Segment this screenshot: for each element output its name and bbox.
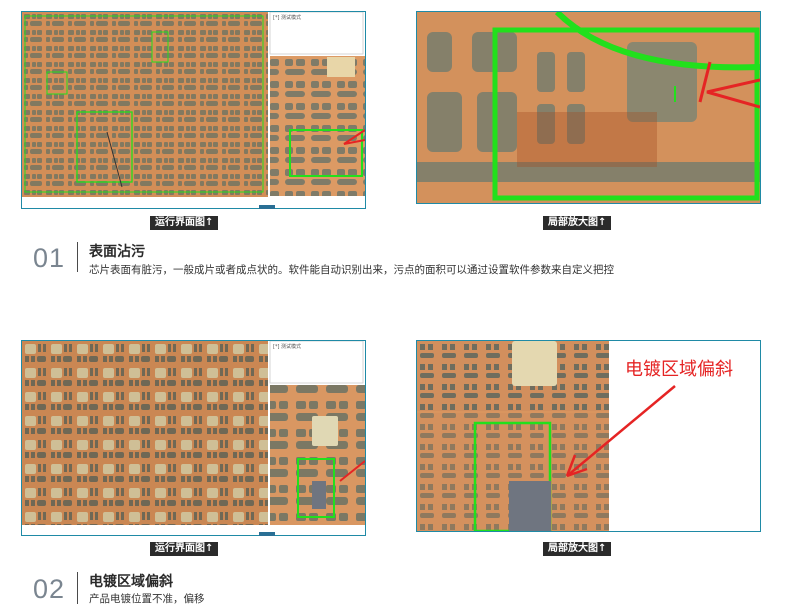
divider-2 (77, 572, 78, 604)
zoom-panel-1 (416, 11, 761, 204)
scrollbar-handle-2[interactable] (259, 532, 275, 536)
chip-overview-image-1: [*] 测试模式 (22, 12, 365, 208)
arrow-up-icon: ↑ (205, 543, 214, 554)
item-number-2: 02 (33, 574, 66, 604)
zoom-annotation: 电镀区域偏斜 (625, 359, 733, 380)
zoom-panel-2: 电镀区域偏斜 (416, 340, 761, 532)
sidebar-label-1: [*] 测试模式 (273, 14, 301, 21)
arrow-up-icon: ↑ (598, 543, 607, 554)
item-description-2: 产品电镀位置不准，偏移 (89, 593, 205, 605)
divider-1 (77, 242, 78, 272)
run-screen-panel-1: [*] 测试模式 (21, 11, 366, 209)
caption-zoom-2: 局部放大图↑ (543, 542, 612, 556)
caption-run-screen-2: 运行界面图↑ (150, 542, 219, 556)
item-description-1: 芯片表面有脏污，一般成片或者成点状的。软件能自动识别出来，污点的面积可以通过设置… (89, 264, 614, 276)
arrow-up-icon: ↑ (205, 217, 214, 228)
item-title-2: 电镀区域偏斜 (89, 574, 173, 590)
chip-zoom-image-2: 电镀区域偏斜 (417, 341, 760, 531)
arrow-up-icon: ↑ (598, 217, 607, 228)
scrollbar-handle-1[interactable] (259, 205, 275, 209)
sidebar-label-2: [*] 测试模式 (273, 343, 301, 350)
run-screen-panel-2: [*] 测试模式 (21, 340, 366, 536)
item-title-1: 表面沾污 (89, 244, 145, 260)
chip-zoom-image-1 (417, 12, 760, 203)
chip-overview-image-2: [*] 测试模式 (22, 341, 365, 535)
caption-zoom-1: 局部放大图↑ (543, 216, 612, 230)
caption-run-screen-1: 运行界面图↑ (150, 216, 219, 230)
item-number-1: 01 (33, 243, 66, 273)
